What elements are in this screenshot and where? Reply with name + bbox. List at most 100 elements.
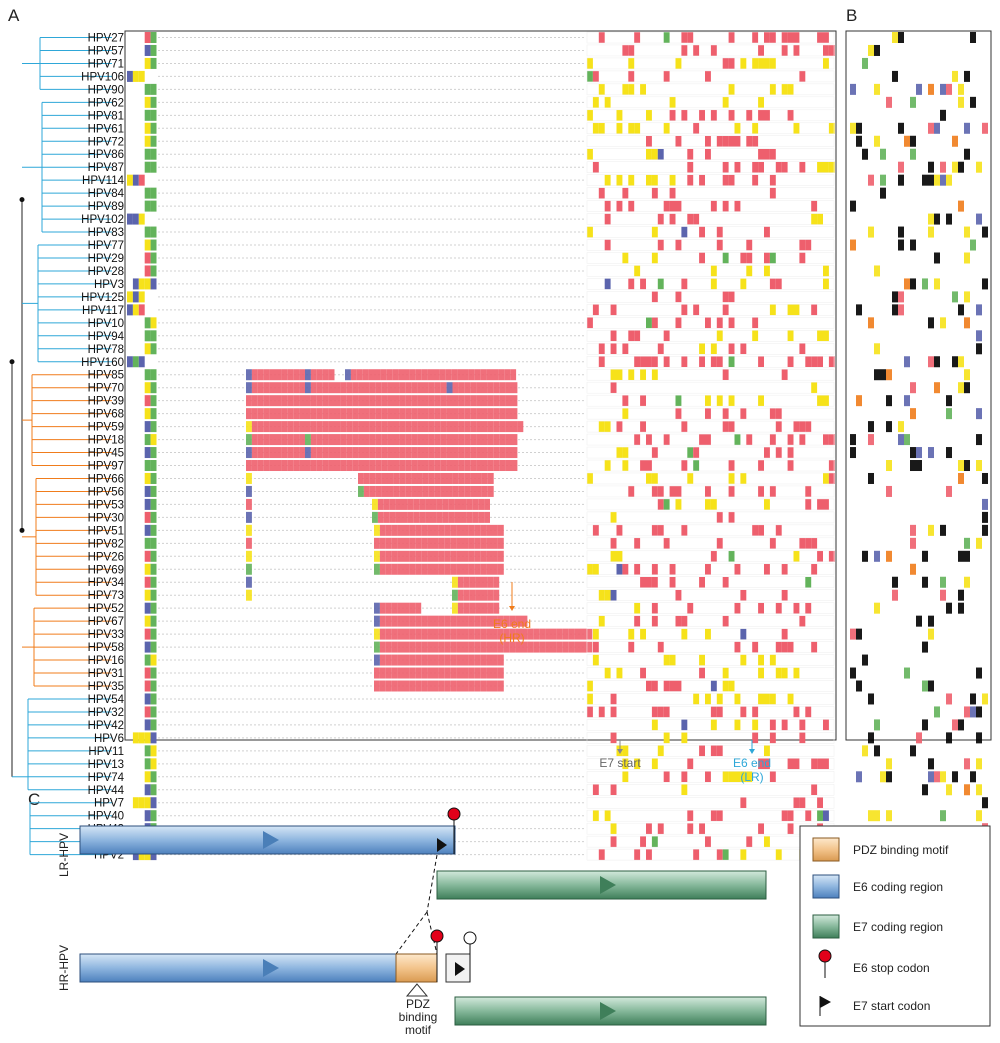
e6-end-hr-sublabel: (HR): [499, 631, 524, 645]
nucleotide-cell: [752, 732, 759, 744]
nucleotide-cell: [352, 434, 359, 446]
nucleotide-cell: [817, 810, 823, 822]
residue-cell: [898, 421, 904, 433]
nucleotide-cell: [610, 343, 617, 355]
residue-cell: [976, 758, 982, 770]
alignment-band: [586, 57, 835, 70]
nucleotide-cell: [487, 576, 494, 588]
nucleotide-cell: [433, 369, 440, 381]
nucleotide-cell: [328, 447, 335, 459]
nucleotide-cell: [299, 369, 305, 381]
nucleotide-cell: [681, 615, 688, 627]
nucleotide-cell: [740, 706, 747, 718]
e6-end-lr-label: E6 end: [733, 756, 771, 770]
alignment-row: HPV62: [88, 96, 976, 109]
nucleotide-cell: [287, 447, 294, 459]
nucleotide-cell: [699, 109, 705, 121]
nucleotide-cell: [823, 472, 829, 484]
nucleotide-cell: [393, 460, 400, 472]
nucleotide-cell: [150, 810, 157, 822]
residue-cell: [976, 706, 982, 718]
residue-cell: [850, 447, 856, 459]
nucleotide-cell: [417, 447, 423, 459]
nucleotide-cell: [622, 83, 629, 95]
nucleotide-cell: [740, 797, 747, 809]
genotype-label: HPV33: [88, 629, 124, 641]
residue-cell: [934, 356, 940, 368]
nucleotide-cell: [781, 641, 788, 653]
nucleotide-cell: [492, 654, 498, 666]
nucleotide-cell: [752, 161, 759, 173]
alignment-row: HPV86: [88, 148, 970, 161]
nucleotide-cell: [352, 395, 359, 407]
nucleotide-cell: [728, 109, 735, 121]
residue-cell: [868, 44, 874, 56]
residue-cell: [898, 122, 904, 134]
nucleotide-cell: [387, 472, 394, 484]
nucleotide-cell: [452, 589, 458, 601]
residue-cell: [910, 408, 916, 420]
nucleotide-cell: [634, 849, 641, 861]
nucleotide-cell: [817, 550, 823, 562]
nucleotide-cell: [452, 382, 459, 394]
nucleotide-cell: [710, 343, 717, 355]
nucleotide-cell: [752, 174, 759, 186]
nucleotide-cell: [462, 641, 469, 653]
nucleotide-cell: [769, 537, 776, 549]
nucleotide-cell: [433, 680, 439, 692]
nucleotide-cell: [144, 693, 151, 705]
residue-cell: [964, 226, 970, 238]
alignment-row: HPV160: [81, 356, 964, 369]
residue-cell: [892, 32, 898, 43]
genotype-label: HPV66: [88, 473, 124, 485]
nucleotide-cell: [452, 602, 458, 614]
nucleotide-cell: [257, 395, 264, 407]
nucleotide-cell: [587, 472, 593, 484]
nucleotide-cell: [450, 680, 457, 692]
nucleotide-cell: [381, 447, 388, 459]
alignment-band: [586, 31, 835, 44]
nucleotide-cell: [722, 57, 729, 69]
nucleotide-cell: [369, 395, 376, 407]
nucleotide-cell: [556, 641, 563, 653]
nucleotide-cell: [305, 460, 311, 472]
nucleotide-cell: [440, 395, 447, 407]
residue-cell: [886, 810, 892, 822]
nucleotide-cell: [681, 356, 688, 368]
nucleotide-cell: [450, 641, 457, 653]
residue-cell: [874, 44, 880, 56]
nucleotide-cell: [699, 823, 705, 835]
nucleotide-cell: [257, 421, 264, 433]
nucleotide-cell: [358, 382, 364, 394]
nucleotide-cell: [651, 576, 658, 588]
residue-cell: [934, 278, 940, 290]
nucleotide-cell: [409, 641, 416, 653]
nucleotide-cell: [640, 836, 646, 848]
nucleotide-cell: [391, 537, 398, 549]
nucleotide-cell: [669, 576, 676, 588]
genotype-label: HPV40: [88, 811, 124, 823]
residue-cell: [856, 135, 862, 147]
nucleotide-cell: [693, 44, 700, 56]
nucleotide-cell: [409, 369, 416, 381]
nucleotide-cell: [387, 408, 394, 420]
nucleotide-cell: [511, 395, 518, 407]
nucleotide-cell: [622, 44, 629, 56]
nucleotide-cell: [364, 382, 370, 394]
residue-cell: [940, 589, 946, 601]
nucleotide-cell: [391, 654, 398, 666]
alignment-band: [586, 758, 835, 770]
alignment-band: [586, 70, 835, 83]
nucleotide-cell: [399, 460, 406, 472]
nucleotide-cell: [399, 485, 406, 497]
nucleotide-cell: [586, 641, 593, 653]
nucleotide-cell: [386, 369, 393, 381]
nucleotide-cell: [663, 654, 670, 666]
residue-cell: [856, 304, 862, 316]
nucleotide-cell: [379, 550, 386, 562]
nucleotide-cell: [399, 434, 406, 446]
nucleotide-cell: [598, 187, 605, 199]
nucleotide-cell: [622, 408, 629, 420]
nucleotide-cell: [728, 317, 735, 329]
nucleotide-cell: [468, 615, 475, 627]
